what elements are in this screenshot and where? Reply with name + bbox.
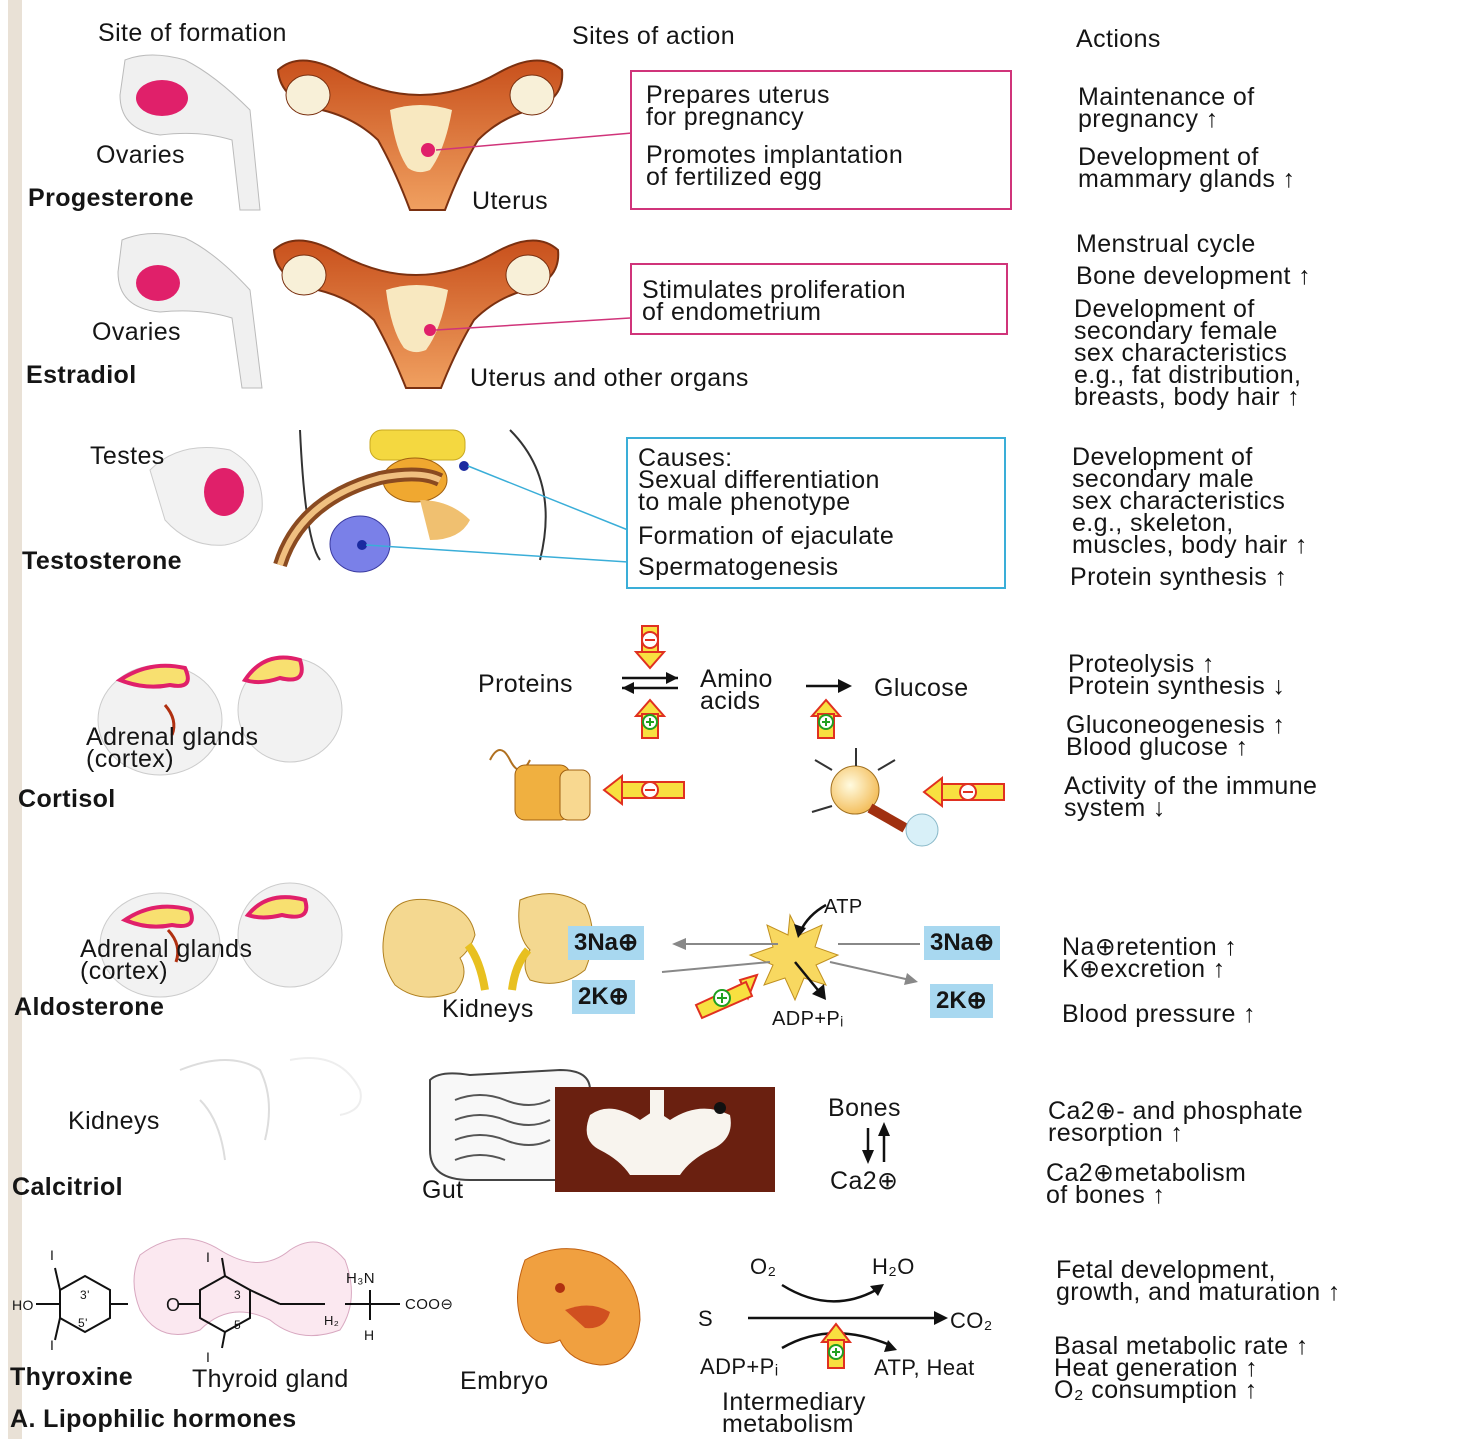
thyroxine-target-label: Embryo bbox=[460, 1370, 549, 1392]
estradiol-target-label: Uterus and other organs bbox=[470, 367, 749, 389]
thyroxine-site-label: Thyroid gland bbox=[192, 1368, 349, 1390]
na-tag-right: 3Na⊕ bbox=[924, 926, 1000, 960]
metab-co2: CO₂ bbox=[950, 1310, 993, 1332]
chem-iodine-1: I bbox=[50, 1244, 54, 1266]
calcitriol-site-label: Kidneys bbox=[68, 1110, 160, 1132]
progesterone-uterus bbox=[278, 60, 632, 210]
testosterone-label: Testosterone bbox=[22, 550, 182, 572]
chem-h3n: H₃N bbox=[346, 1268, 375, 1290]
testosterone-action-1: Development of secondary male sex charac… bbox=[1072, 446, 1308, 556]
chem-coo: COO⊖ bbox=[405, 1294, 453, 1316]
calcitriol-kidney bbox=[180, 1058, 361, 1160]
progesterone-effect-2: Promotes implantation of fertilized egg bbox=[646, 144, 903, 188]
k-tag-left: 2K⊕ bbox=[572, 980, 635, 1014]
testosterone-effect-box: Causes: Sexual differentiation to male p… bbox=[626, 437, 1006, 589]
progesterone-effect-1: Prepares uterus for pregnancy bbox=[646, 84, 830, 128]
k-tag-right: 2K⊕ bbox=[930, 984, 993, 1018]
activator-arrow-right bbox=[812, 700, 840, 738]
activator-arrow-left bbox=[636, 700, 664, 738]
estradiol-effect-1: Stimulates proliferation of endometrium bbox=[642, 279, 906, 323]
cortisol-pathway bbox=[490, 626, 1004, 846]
testosterone-effect-2: Formation of ejaculate bbox=[638, 525, 894, 547]
chem-3: 3 bbox=[234, 1284, 241, 1306]
chem-iodine-3: I bbox=[50, 1334, 54, 1356]
calcium-label: Ca2⊕ bbox=[830, 1170, 898, 1192]
chem-ho: HO bbox=[12, 1294, 34, 1316]
testosterone-effect-3: Spermatogenesis bbox=[638, 556, 839, 578]
aldosterone-site-label: Adrenal glands (cortex) bbox=[80, 938, 252, 982]
cortisol-site-label: Adrenal glands (cortex) bbox=[86, 726, 258, 770]
aldosterone-label: Aldosterone bbox=[14, 996, 164, 1018]
aldosterone-kidneys bbox=[383, 894, 593, 998]
activator-arrow-metabolism bbox=[822, 1324, 850, 1368]
calcitriol-target-label: Gut bbox=[422, 1179, 464, 1201]
progesterone-target-label: Uterus bbox=[472, 190, 548, 212]
metab-o2: O₂ bbox=[750, 1256, 776, 1278]
chem-h2: H₂ bbox=[324, 1310, 339, 1332]
progesterone-action-1: Maintenance of pregnancy ↑ bbox=[1078, 86, 1255, 130]
metab-h2o: H₂O bbox=[872, 1256, 915, 1278]
aldosterone-pump bbox=[662, 905, 920, 1018]
cortisol-action-3: Activity of the immune system ↓ bbox=[1064, 775, 1317, 819]
na-tag-left: 3Na⊕ bbox=[568, 926, 644, 960]
testosterone-action-2: Protein synthesis ↑ bbox=[1070, 566, 1287, 588]
aldosterone-target-label: Kidneys bbox=[442, 998, 534, 1020]
estradiol-effect-box: Stimulates proliferation of endometrium bbox=[630, 263, 1008, 335]
metab-s: S bbox=[698, 1308, 713, 1330]
estradiol-site-label: Ovaries bbox=[92, 321, 181, 343]
estradiol-action-1: Menstrual cycle bbox=[1076, 233, 1256, 255]
estradiol-action-3: Development of secondary female sex char… bbox=[1074, 298, 1301, 408]
figure-caption: A. Lipophilic hormones bbox=[10, 1408, 297, 1430]
metab-caption: Intermediary metabolism bbox=[722, 1391, 866, 1435]
cortisol-action-2: Gluconeogenesis ↑ Blood glucose ↑ bbox=[1066, 714, 1285, 758]
cortisol-action-1: Proteolysis ↑ Protein synthesis ↓ bbox=[1068, 653, 1285, 697]
chem-h: H bbox=[364, 1324, 375, 1346]
bones-label: Bones bbox=[828, 1097, 901, 1119]
cortisol-label: Cortisol bbox=[18, 788, 116, 810]
chem-oxygen: O bbox=[166, 1294, 180, 1316]
aldosterone-action-2: Blood pressure ↑ bbox=[1062, 1003, 1256, 1025]
thyroxine-label: Thyroxine bbox=[10, 1366, 133, 1388]
progesterone-action-2: Development of mammary glands ↑ bbox=[1078, 146, 1296, 190]
progesterone-label: Progesterone bbox=[28, 187, 194, 209]
adp-label: ADP+Pᵢ bbox=[772, 1008, 844, 1030]
activator-arrow-pump bbox=[696, 975, 757, 1018]
calcitriol-action-1: Ca2⊕- and phosphate resorption ↑ bbox=[1048, 1100, 1303, 1144]
testosterone-testis bbox=[150, 448, 262, 546]
header-actions: Actions bbox=[1076, 28, 1161, 50]
cortisol-amino-label: Amino acids bbox=[700, 668, 773, 712]
header-site-of-formation: Site of formation bbox=[98, 22, 287, 44]
testosterone-effect-1: Causes: Sexual differentiation to male p… bbox=[638, 447, 880, 513]
cortisol-glucose-label: Glucose bbox=[874, 677, 969, 699]
progesterone-effect-box: Prepares uterus for pregnancy Promotes i… bbox=[630, 70, 1012, 210]
estradiol-action-2: Bone development ↑ bbox=[1076, 265, 1311, 287]
aldosterone-action-1: Na⊕retention ↑ K⊕excretion ↑ bbox=[1062, 936, 1237, 980]
progesterone-site-label: Ovaries bbox=[96, 144, 185, 166]
testosterone-site-label: Testes bbox=[90, 445, 165, 467]
embryo bbox=[518, 1249, 641, 1365]
metab-atp: ATP, Heat bbox=[874, 1357, 975, 1379]
estradiol-label: Estradiol bbox=[26, 364, 137, 386]
chem-5: 5 bbox=[234, 1314, 241, 1336]
thyroxine-action-2: Basal metabolic rate ↑ Heat generation ↑… bbox=[1054, 1335, 1309, 1401]
thyroxine-action-1: Fetal development, growth, and maturatio… bbox=[1056, 1259, 1341, 1303]
calcitriol-action-2: Ca2⊕metabolism of bones ↑ bbox=[1046, 1162, 1246, 1206]
inhibitor-arrow-muscle bbox=[604, 776, 684, 804]
chem-iodine-2: I bbox=[206, 1246, 210, 1268]
chem-3-prime: 3' bbox=[80, 1284, 90, 1306]
header-sites-of-action: Sites of action bbox=[572, 25, 735, 47]
metab-adp: ADP+Pᵢ bbox=[700, 1356, 779, 1378]
calcitriol-label: Calcitriol bbox=[12, 1176, 123, 1198]
chem-5-prime: 5' bbox=[78, 1312, 88, 1334]
cortisol-proteins-label: Proteins bbox=[478, 673, 573, 695]
atp-label: ATP bbox=[824, 896, 863, 918]
testosterone-organs bbox=[280, 430, 628, 572]
inhibitor-arrow-cell bbox=[924, 778, 1004, 806]
estradiol-ovary bbox=[118, 233, 262, 388]
